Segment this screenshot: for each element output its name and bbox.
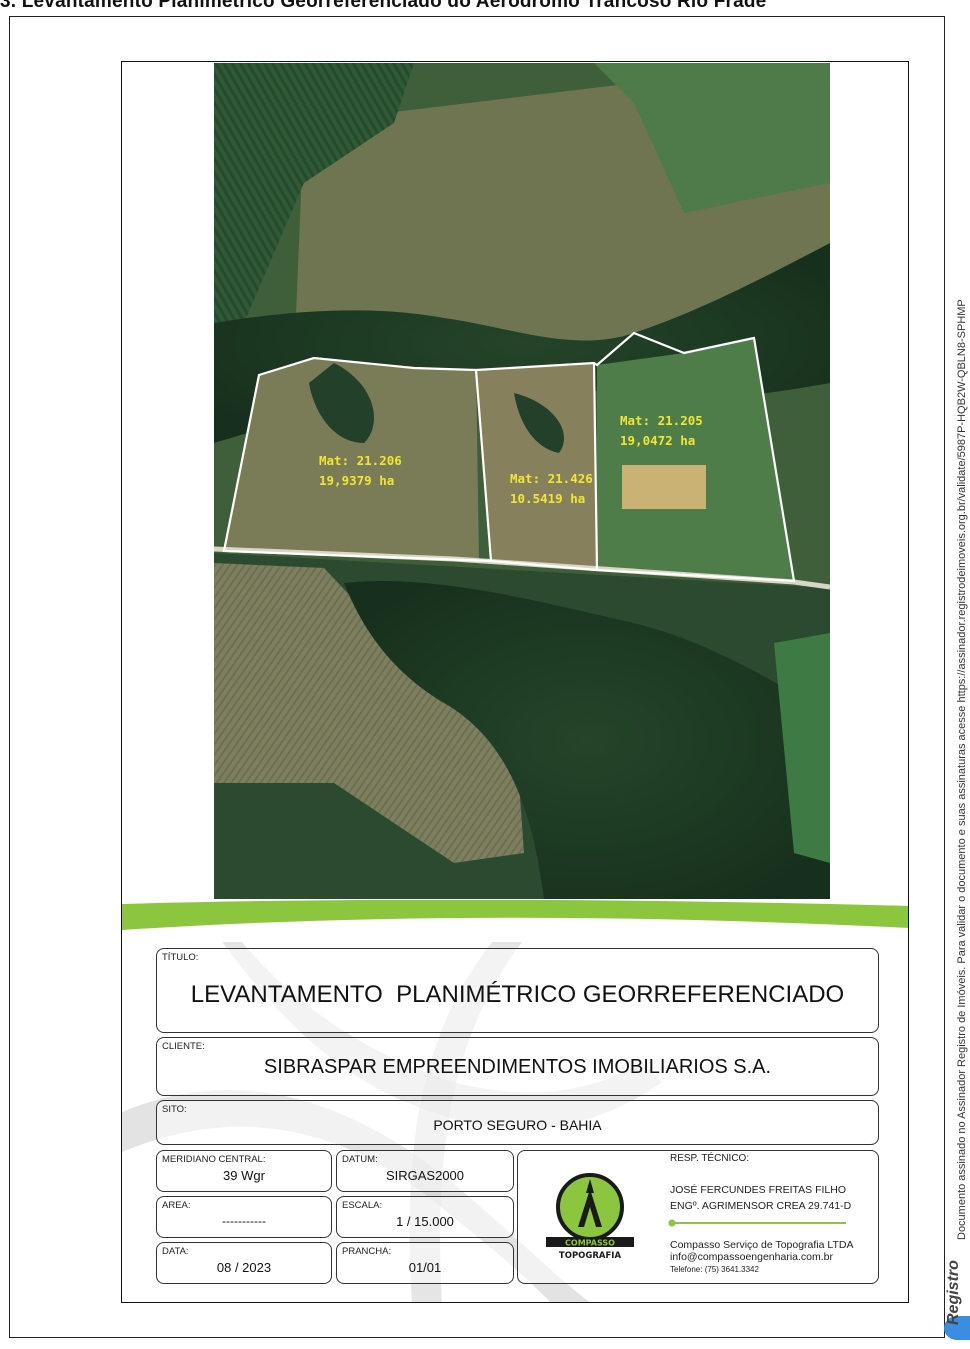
- data-label: DATA:: [162, 1246, 189, 1257]
- forest-south: [344, 581, 830, 899]
- page-frame: [9, 16, 945, 1338]
- pasture-northeast: [594, 63, 830, 213]
- titulo-value: LEVANTAMENTO PLANIMÉTRICO GEORREFERENCIA…: [190, 981, 845, 1008]
- parcel-3-area: 19,0472 ha: [620, 433, 695, 448]
- resp-divider: [668, 1219, 846, 1227]
- prancha-label: PRANCHA:: [342, 1246, 392, 1257]
- prancha-box: PRANCHA: 01/01: [336, 1242, 514, 1284]
- datum-box: DATUM: SIRGAS2000: [336, 1150, 514, 1192]
- field-parcel-1: [224, 358, 479, 561]
- satellite-map: Mat: 21.206 19,9379 ha Mat: 21.426 10.54…: [214, 63, 830, 899]
- company-email: info@compassoengenharia.com.br: [670, 1251, 833, 1263]
- parcel-divider-2: [592, 362, 599, 571]
- datum-value: SIRGAS2000: [385, 1168, 465, 1183]
- registro-logo-mark: [944, 1316, 970, 1340]
- data-value: 08 / 2023: [216, 1260, 272, 1275]
- resp-tecnico-box: RESP. TÉCNICO: COMPASSO TOPOGRAFIA JOSÉ …: [517, 1150, 879, 1284]
- document-header-title: 3. Levantamento Planimétrico Georreferen…: [0, 0, 767, 12]
- logo-text: COMPASSO: [565, 1239, 615, 1248]
- prancha-value: 01/01: [408, 1260, 442, 1275]
- area-value: -----------: [222, 1214, 266, 1228]
- green-band: [122, 900, 908, 930]
- survey-sheet: Mat: 21.206 19,9379 ha Mat: 21.426 10.54…: [121, 61, 909, 1303]
- company-name: Compasso Serviço de Topografia LTDA: [670, 1239, 854, 1251]
- resp-crea: ENGº. AGRIMENSOR CREA 29.741-D: [670, 1200, 852, 1212]
- logo-subtext: TOPOGRAFIA: [559, 1251, 622, 1261]
- escala-label: ESCALA:: [342, 1200, 383, 1211]
- forest-patch-2: [514, 393, 564, 453]
- data-box: DATA: 08 / 2023: [156, 1242, 332, 1284]
- sand-clearing: [622, 465, 706, 509]
- pasture-southeast: [774, 633, 830, 863]
- parcel-1-mat: Mat: 21.206: [319, 453, 402, 468]
- parcel-1-area: 19,9379 ha: [319, 473, 394, 488]
- parcel-divider-1: [474, 369, 493, 562]
- registro-logo-text: Registro: [945, 1260, 962, 1325]
- meridiano-value: 39 Wgr: [223, 1168, 265, 1183]
- area-box: AREA: -----------: [156, 1196, 332, 1238]
- escala-value: 1 / 15.000: [396, 1214, 454, 1229]
- datum-label: DATUM:: [342, 1154, 378, 1165]
- cliente-label: CLIENTE:: [162, 1041, 205, 1052]
- plantation-south: [214, 563, 524, 863]
- plantation-northwest: [214, 63, 414, 323]
- titulo-label: TÍTULO:: [162, 952, 199, 963]
- area-label: AREA:: [162, 1200, 191, 1211]
- signature-validation-text: Documento assinado no Assinador Registro…: [956, 299, 968, 1240]
- sito-label: SITO:: [162, 1104, 187, 1115]
- compasso-logo: COMPASSO TOPOGRAFIA: [546, 1173, 634, 1261]
- meridiano-label: MERIDIANO CENTRAL:: [162, 1154, 266, 1165]
- sito-box: SITO: PORTO SEGURO - BAHIA: [156, 1100, 879, 1145]
- field-parcel-2: [476, 363, 597, 570]
- parcel-2-area: 10.5419 ha: [510, 491, 585, 506]
- titulo-box: TÍTULO: LEVANTAMENTO PLANIMÉTRICO GEORRE…: [156, 948, 879, 1033]
- map-svg: Mat: 21.206 19,9379 ha Mat: 21.426 10.54…: [214, 63, 830, 899]
- company-phone: Telefone: (75) 3641.3342: [670, 1265, 759, 1274]
- parcel-3-mat: Mat: 21.205: [620, 413, 703, 428]
- meridiano-box: MERIDIANO CENTRAL: 39 Wgr: [156, 1150, 332, 1192]
- escala-box: ESCALA: 1 / 15.000: [336, 1196, 514, 1238]
- sito-value: PORTO SEGURO - BAHIA: [433, 1117, 602, 1133]
- parcel-boundary: [222, 331, 796, 583]
- field-parcel-3: [597, 338, 794, 581]
- forest-patch-1: [309, 363, 374, 443]
- cliente-value: SIBRASPAR EMPREENDIMENTOS IMOBILIARIOS S…: [263, 1056, 772, 1078]
- resp-name: JOSÉ FERCUNDES FREITAS FILHO: [670, 1184, 846, 1196]
- parcel-2-mat: Mat: 21.426: [510, 471, 593, 486]
- cliente-box: CLIENTE: SIBRASPAR EMPREENDIMENTOS IMOBI…: [156, 1037, 879, 1096]
- resp-label: RESP. TÉCNICO:: [670, 1153, 750, 1164]
